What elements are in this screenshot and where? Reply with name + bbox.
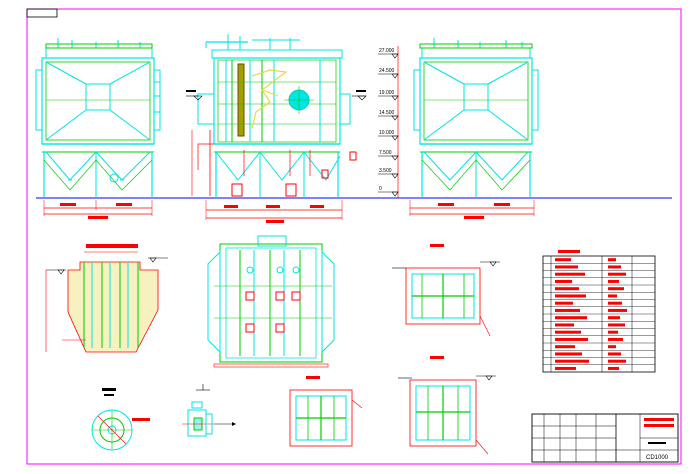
parts-row-spec-mark xyxy=(608,287,624,291)
elevation-label: 0 xyxy=(379,186,382,192)
elevation-marker xyxy=(378,191,399,197)
elevation-scale: 27.000 24.500 19.000 14.500 10.000 7.500… xyxy=(378,46,399,198)
title-block: CD1000 xyxy=(531,413,679,463)
elevation-label: 24.500 xyxy=(379,68,395,74)
elevation-marker xyxy=(378,53,399,59)
elevation-marker xyxy=(378,155,399,161)
parts-row-name-mark xyxy=(555,308,580,312)
title-block-code: CD1000 xyxy=(646,455,669,461)
inlet-flange-detail xyxy=(392,244,500,337)
parts-row-spec-mark xyxy=(608,308,627,312)
parts-row-name-mark xyxy=(555,366,576,370)
elevation-label: 10.000 xyxy=(379,130,395,136)
left-elevation-view xyxy=(35,38,161,219)
elevation-label: 27.000 xyxy=(379,48,395,54)
parts-row-name-mark xyxy=(555,265,578,269)
parts-row-name-mark xyxy=(555,294,586,298)
elevation-marker xyxy=(378,115,399,121)
parts-list-rows xyxy=(543,258,655,370)
elevation-label: 3.500 xyxy=(379,168,392,174)
parts-row-spec-mark xyxy=(608,258,616,262)
parts-row-name-mark xyxy=(555,279,572,283)
elevation-marker xyxy=(378,173,399,179)
parts-row-name-mark xyxy=(555,352,582,356)
round-port-detail xyxy=(91,388,150,451)
parts-row-spec-mark xyxy=(608,301,622,305)
elevation-label: 19.000 xyxy=(379,90,395,96)
parts-row-spec-mark xyxy=(608,323,625,327)
sheet-border xyxy=(26,8,682,465)
parts-row-spec-mark xyxy=(608,337,623,341)
drawing-number-tab xyxy=(26,8,58,18)
fitting-detail xyxy=(182,384,236,437)
plan-view xyxy=(207,235,335,368)
elevation-marker xyxy=(378,73,399,79)
parts-row-spec-mark xyxy=(608,294,617,298)
elevation-label: 14.500 xyxy=(379,110,395,116)
parts-row-name-mark xyxy=(555,258,571,262)
parts-row-name-mark xyxy=(555,359,589,363)
outlet-flange-detail xyxy=(398,356,496,455)
parts-row-spec-mark xyxy=(608,265,621,269)
parts-row-spec-mark xyxy=(608,345,616,349)
parts-row-name-mark xyxy=(555,272,585,276)
square-flange-detail xyxy=(289,376,363,447)
parts-row-spec-mark xyxy=(608,352,621,356)
parts-row-name-mark xyxy=(555,330,581,334)
right-elevation-view xyxy=(409,38,539,219)
parts-row-name-mark xyxy=(555,301,573,305)
parts-row-spec-mark xyxy=(608,316,620,320)
parts-row-name-mark xyxy=(555,287,579,291)
parts-row-spec-mark xyxy=(608,330,618,334)
parts-row-name-mark xyxy=(555,345,575,349)
parts-row-name-mark xyxy=(555,323,574,327)
elevation-marker xyxy=(378,95,399,101)
section-elevation-view xyxy=(186,34,367,223)
parts-row-name-mark xyxy=(555,337,588,341)
parts-row-spec-mark xyxy=(608,279,619,283)
parts-row-name-mark xyxy=(555,316,587,320)
hopper-section-detail xyxy=(45,244,168,353)
parts-row-spec-mark xyxy=(608,272,626,276)
elevation-marker xyxy=(378,135,399,141)
parts-row-spec-mark xyxy=(608,366,619,370)
elevation-label: 7.500 xyxy=(379,150,392,156)
parts-row-spec-mark xyxy=(608,359,626,363)
